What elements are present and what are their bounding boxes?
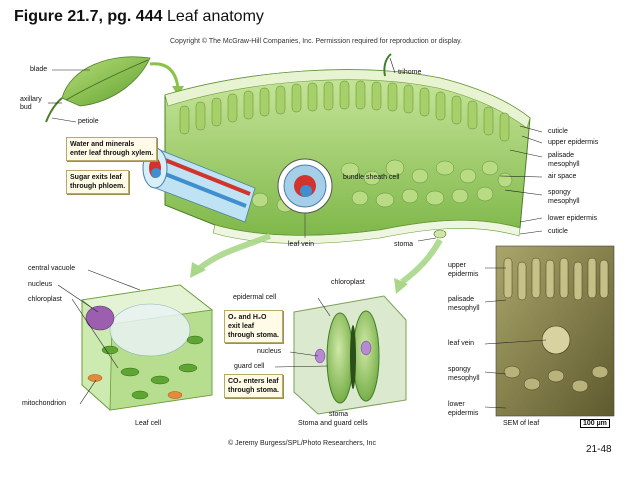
label-nucleus-stoma: nucleus [257,348,282,355]
label-stoma-and-guard-cells: Stoma and guard cells [298,420,368,427]
label-nucleus: nucleus [28,281,53,288]
bundle-sheath-inset [277,158,333,238]
label-lower-epidermis: lower epidermis [548,215,598,222]
callout-co2-line1: CO₂ enters leaf [228,378,279,385]
callout-co2: CO₂ enters leaf through stoma. [224,374,283,398]
label-sem-of-leaf: SEM of leaf [503,420,540,427]
label-chloroplast: chloroplast [28,296,62,303]
label-cuticle-bottom: cuticle [548,228,568,235]
label-trihome: trihome [398,69,422,76]
page-title: Figure 21.7, pg. 444 Leaf anatomy [14,8,264,26]
label-spongy-line1: spongy [548,189,571,196]
label-chloroplast-stoma: chloroplast [331,279,365,286]
label-petiole: petiole [78,118,99,125]
label-axillary-bud-line1: axillary [20,96,42,103]
label-sem-palisade-line1: palisade [448,296,475,303]
callout-water-line2: enter leaf through xylem. [70,150,154,157]
stoma-guard-cells-drawing [293,295,407,415]
scale-bar: 100 µm [580,419,610,428]
label-blade: blade [30,66,48,73]
label-axillary-bud-line2: bud [20,104,32,111]
page-number: 21-48 [586,444,612,455]
label-central-vacuole: central vacuole [28,265,76,272]
callout-o2-line1: O₂ and H₂O [228,314,267,321]
callout-sugar-phloem: Sugar exits leaf through phloem. [66,170,130,194]
label-mitochondrion: mitochondrion [22,400,66,407]
label-sem-spongy-line1: spongy [448,366,471,373]
title-figure-ref: Figure 21.7, pg. 444 [14,8,163,25]
label-spongy-line2: mesophyll [548,198,580,205]
callout-water-xylem: Water and minerals enter leaf through xy… [66,137,158,161]
label-guard-cell: guard cell [234,363,265,370]
callout-co2-line2: through stoma. [228,387,279,394]
leader-lines [48,57,547,409]
label-leaf-cell: Leaf cell [135,420,162,427]
callout-sugar-line1: Sugar exits leaf [70,174,122,181]
callout-o2-line3: through stoma. [228,332,279,339]
label-sem-upper-line2: epidermis [448,271,479,278]
label-sem-leaf-vein: leaf vein [448,340,475,347]
label-palisade-line2: mesophyll [548,161,580,168]
label-sem-palisade-line2: mesophyll [448,305,480,312]
sem-micrograph [495,245,615,417]
label-sem-lower-line2: epidermis [448,410,479,417]
title-text: Leaf anatomy [166,8,264,25]
label-cuticle-top: cuticle [548,128,568,135]
label-sem-lower-line1: lower [448,401,465,408]
label-epidermal-cell: epidermal cell [233,294,277,301]
photo-credit: © Jeremy Burgess/SPL/Photo Researchers, … [228,440,376,447]
label-stoma: stoma [394,241,414,248]
label-air-space: air space [548,173,577,180]
label-leaf-vein: leaf vein [288,241,315,248]
callout-water-line1: Water and minerals [70,141,135,148]
copyright-notice: Copyright © The McGraw-Hill Companies, I… [170,38,463,45]
leaf-cell-drawing [81,284,213,411]
callout-sugar-line2: through phloem. [70,183,126,190]
callout-o2-line2: exit leaf [228,323,255,330]
label-sem-spongy-line2: mesophyll [448,375,480,382]
label-upper-epidermis: upper epidermis [548,139,599,146]
whole-leaf-drawing [45,56,184,123]
label-stoma-bottom: stoma [329,411,349,418]
label-bundle-sheath-cell: bundle sheath cell [343,174,400,181]
label-palisade-line1: palisade [548,152,575,159]
leaf-cross-section [164,53,531,244]
label-sem-upper-line1: upper [448,262,466,269]
callout-o2-h2o: O₂ and H₂O exit leaf through stoma. [224,310,283,343]
